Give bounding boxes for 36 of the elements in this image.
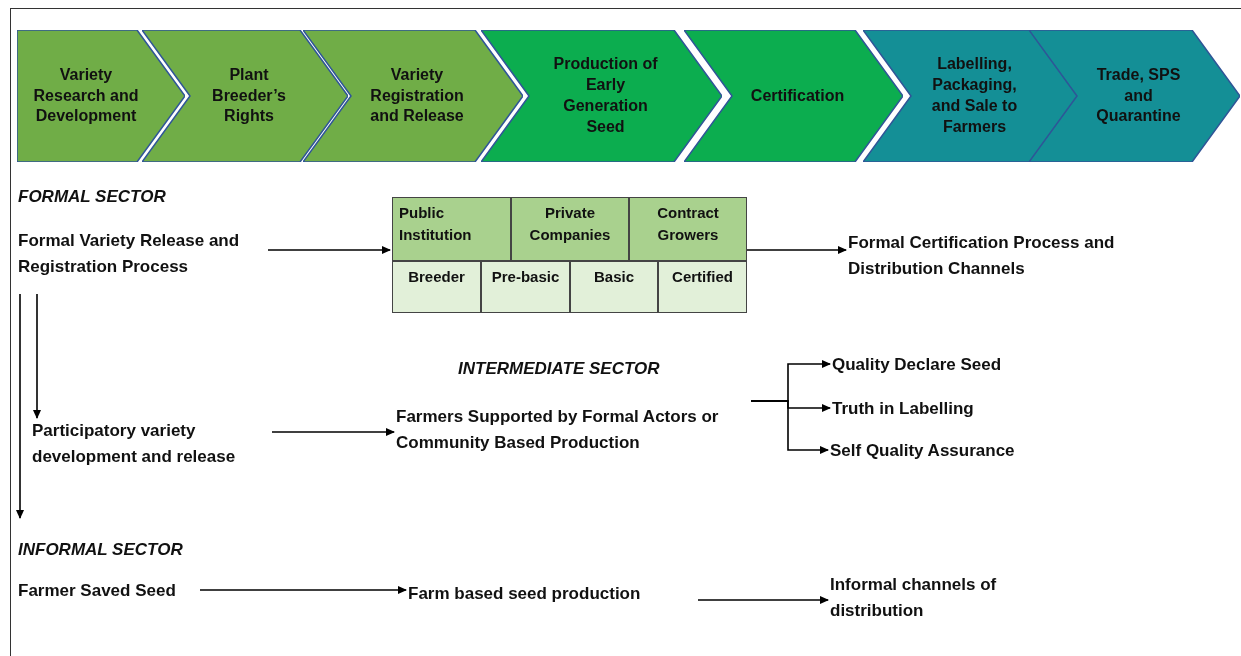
table-cell: Contract Growers bbox=[629, 197, 747, 261]
arrow bbox=[267, 246, 391, 254]
stage-text: Farmer Saved Seed bbox=[18, 578, 200, 604]
sector-heading: INTERMEDIATE SECTOR bbox=[458, 358, 660, 380]
stage-label: Certification bbox=[750, 85, 845, 106]
arrow bbox=[746, 246, 847, 254]
stage-text: Quality Declare Seed bbox=[832, 352, 1032, 378]
stage-label: Variety Registration and Release bbox=[369, 64, 465, 127]
arrow bbox=[271, 428, 395, 436]
table-cell: Public Institution bbox=[392, 197, 511, 261]
arrow bbox=[16, 293, 24, 519]
arrow bbox=[199, 586, 407, 594]
stage-label: Plant Breeder’s Rights bbox=[211, 64, 287, 127]
stage-label: Trade, SPS and Quarantine bbox=[1095, 64, 1182, 127]
table-cell: Private Companies bbox=[511, 197, 629, 261]
sector-heading: INFORMAL SECTOR bbox=[18, 539, 183, 561]
arrow bbox=[697, 596, 829, 604]
arrow bbox=[750, 400, 829, 454]
stage-label: Labelling, Packaging, and Sale to Farmers bbox=[930, 54, 1019, 137]
table-cell: Certified bbox=[658, 261, 747, 313]
stage-text: Formal Variety Release and Registration Process bbox=[18, 228, 268, 279]
stage-text: Self Quality Assurance bbox=[830, 438, 1040, 464]
stage-text: Informal channels of distribution bbox=[830, 572, 1040, 623]
sector-heading: FORMAL SECTOR bbox=[18, 186, 166, 208]
stage-text: Farmers Supported by Formal Actors or Community Based Production bbox=[396, 404, 751, 455]
stage-label: Variety Research and Development bbox=[32, 64, 140, 127]
table bbox=[392, 197, 747, 313]
arrow bbox=[33, 293, 41, 419]
stage-text: Truth in Labelling bbox=[832, 396, 1032, 422]
table-cell: Breeder bbox=[392, 261, 481, 313]
stage-text: Participatory variety development and release bbox=[32, 418, 272, 469]
stage-text: Formal Certification Process and Distribution Channels bbox=[848, 230, 1118, 281]
stage-text: Farm based seed production bbox=[408, 581, 698, 607]
table-cell: Basic bbox=[570, 261, 658, 313]
stage-label: Production of Early Generation Seed bbox=[552, 54, 659, 137]
table-cell: Pre-basic bbox=[481, 261, 570, 313]
